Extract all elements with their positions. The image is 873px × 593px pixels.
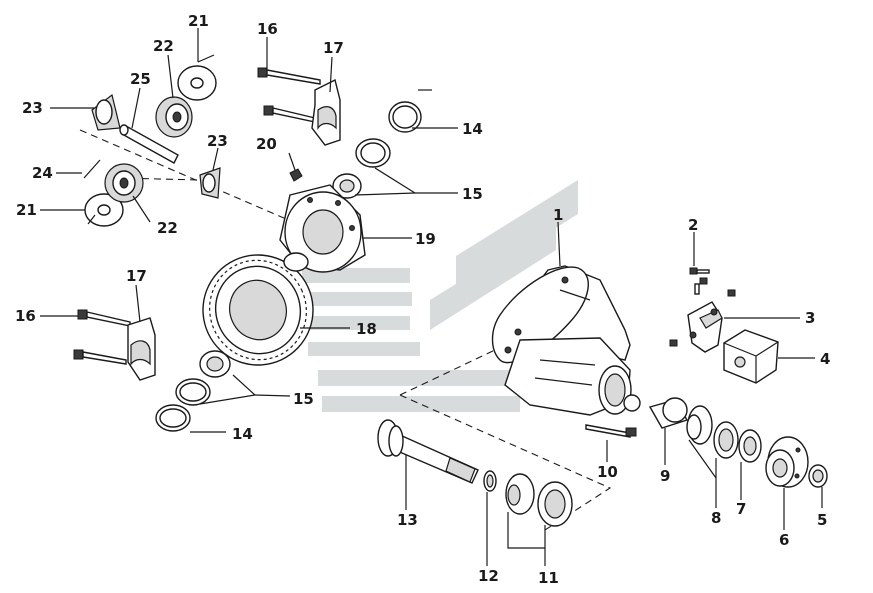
companion-flange[interactable] (765, 436, 809, 488)
side-bearing-upper[interactable] (332, 138, 391, 199)
callout-14-lower[interactable]: 14 (232, 425, 253, 443)
callout-23-right[interactable]: 23 (207, 132, 228, 150)
shim-upper[interactable] (388, 101, 422, 133)
callout-25[interactable]: 25 (130, 70, 151, 88)
thrust-washer-upper[interactable] (177, 65, 217, 101)
callout-16-lower[interactable]: 16 (15, 307, 36, 325)
callout-3[interactable]: 3 (805, 309, 815, 327)
pinion-gear-right[interactable] (199, 167, 221, 199)
callout-22-upper[interactable]: 22 (153, 37, 174, 55)
callout-15-lower[interactable]: 15 (293, 390, 314, 408)
callout-16-upper[interactable]: 16 (257, 20, 278, 38)
cross-shaft[interactable] (119, 124, 179, 164)
watermark-logo (302, 180, 578, 412)
plug-20[interactable] (289, 168, 303, 182)
callout-14-upper[interactable]: 14 (462, 120, 483, 138)
leader-lines (40, 28, 823, 566)
lock-pin[interactable] (83, 159, 101, 179)
callout-18[interactable]: 18 (356, 320, 377, 338)
flange-nut[interactable] (808, 464, 828, 488)
callout-1[interactable]: 1 (553, 206, 563, 224)
callout-10[interactable]: 10 (597, 463, 618, 481)
pin-10[interactable] (585, 424, 637, 438)
callout-20[interactable]: 20 (256, 135, 277, 153)
differential-case[interactable] (279, 184, 366, 273)
callout-21-lower[interactable]: 21 (16, 201, 37, 219)
callout-13[interactable]: 13 (397, 511, 418, 529)
callout-19[interactable]: 19 (415, 230, 436, 248)
cap-bolt-lower[interactable] (73, 309, 131, 365)
ring-gear[interactable] (185, 237, 331, 383)
cap-bolt-upper[interactable] (257, 67, 321, 123)
shim-lower[interactable] (155, 404, 191, 432)
callout-6[interactable]: 6 (779, 531, 789, 549)
bracket[interactable] (687, 301, 723, 353)
callout-5[interactable]: 5 (817, 511, 827, 529)
callout-4[interactable]: 4 (820, 350, 830, 368)
callout-12[interactable]: 12 (478, 567, 499, 585)
callout-24[interactable]: 24 (32, 164, 53, 182)
callout-21-upper[interactable]: 21 (188, 12, 209, 30)
pinion-gear-left[interactable] (91, 93, 121, 131)
callout-17-lower[interactable]: 17 (126, 267, 147, 285)
side-gear-lower[interactable] (104, 163, 144, 203)
oil-seal[interactable] (738, 429, 762, 463)
axle-housing[interactable] (491, 265, 632, 416)
callout-17-upper[interactable]: 17 (323, 39, 344, 57)
bearing-set-8[interactable] (686, 405, 739, 459)
side-gear-upper[interactable] (155, 96, 193, 138)
callout-9[interactable]: 9 (660, 467, 670, 485)
callout-7[interactable]: 7 (736, 500, 746, 518)
callout-22-lower[interactable]: 22 (157, 219, 178, 237)
callout-15-upper[interactable]: 15 (462, 185, 483, 203)
callout-8[interactable]: 8 (711, 509, 721, 527)
pinion-bearing[interactable] (505, 473, 573, 527)
callout-labels: 1 2 3 4 5 6 7 8 9 10 11 12 13 14 14 15 1… (15, 12, 830, 587)
block-part[interactable] (723, 329, 779, 384)
side-bearing-lower[interactable] (175, 350, 231, 406)
washer-12[interactable] (483, 470, 497, 492)
bolt-set-2[interactable] (669, 267, 736, 347)
bearing-cap-upper[interactable] (311, 78, 341, 146)
bearing-cap-lower[interactable] (127, 317, 156, 381)
spacer-sleeve[interactable] (623, 394, 689, 429)
callout-11[interactable]: 11 (538, 569, 559, 587)
callout-2[interactable]: 2 (688, 216, 698, 234)
drive-pinion[interactable] (377, 419, 479, 484)
callout-23-left[interactable]: 23 (22, 99, 43, 117)
